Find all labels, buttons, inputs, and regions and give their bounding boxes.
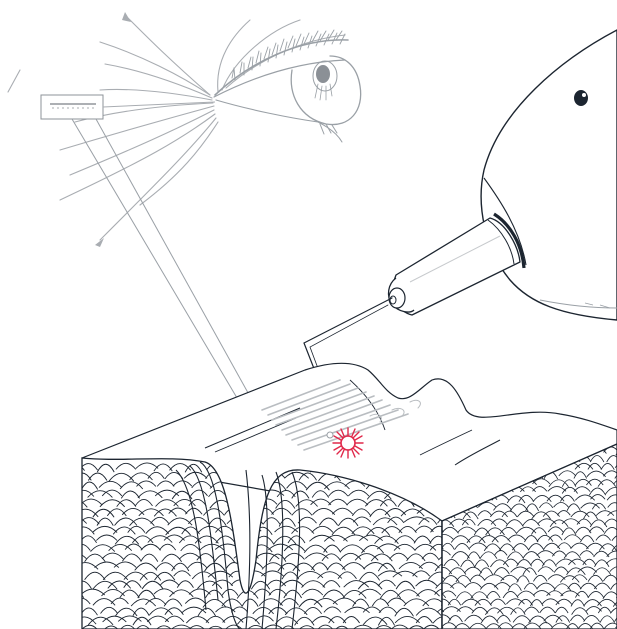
callout-pointer-lines <box>72 119 252 403</box>
skin-cell <box>64 590 84 598</box>
skin-cell <box>64 571 80 577</box>
skin-cell <box>234 536 257 544</box>
skin-cell <box>241 491 264 498</box>
skin-cell <box>243 499 267 505</box>
skin-cell <box>64 626 84 629</box>
skin-cell <box>240 508 258 514</box>
eye-icon <box>214 30 361 142</box>
skin-cell <box>227 500 251 507</box>
contact-dot <box>327 432 333 438</box>
zoom-callout-box <box>41 95 215 119</box>
skin-cell <box>64 608 82 615</box>
skin-cell <box>64 535 82 540</box>
handpiece <box>389 30 617 320</box>
skin-cell <box>227 490 246 495</box>
skin-cell <box>64 482 81 489</box>
laser-spot <box>333 428 363 458</box>
skin-cell <box>237 526 262 531</box>
